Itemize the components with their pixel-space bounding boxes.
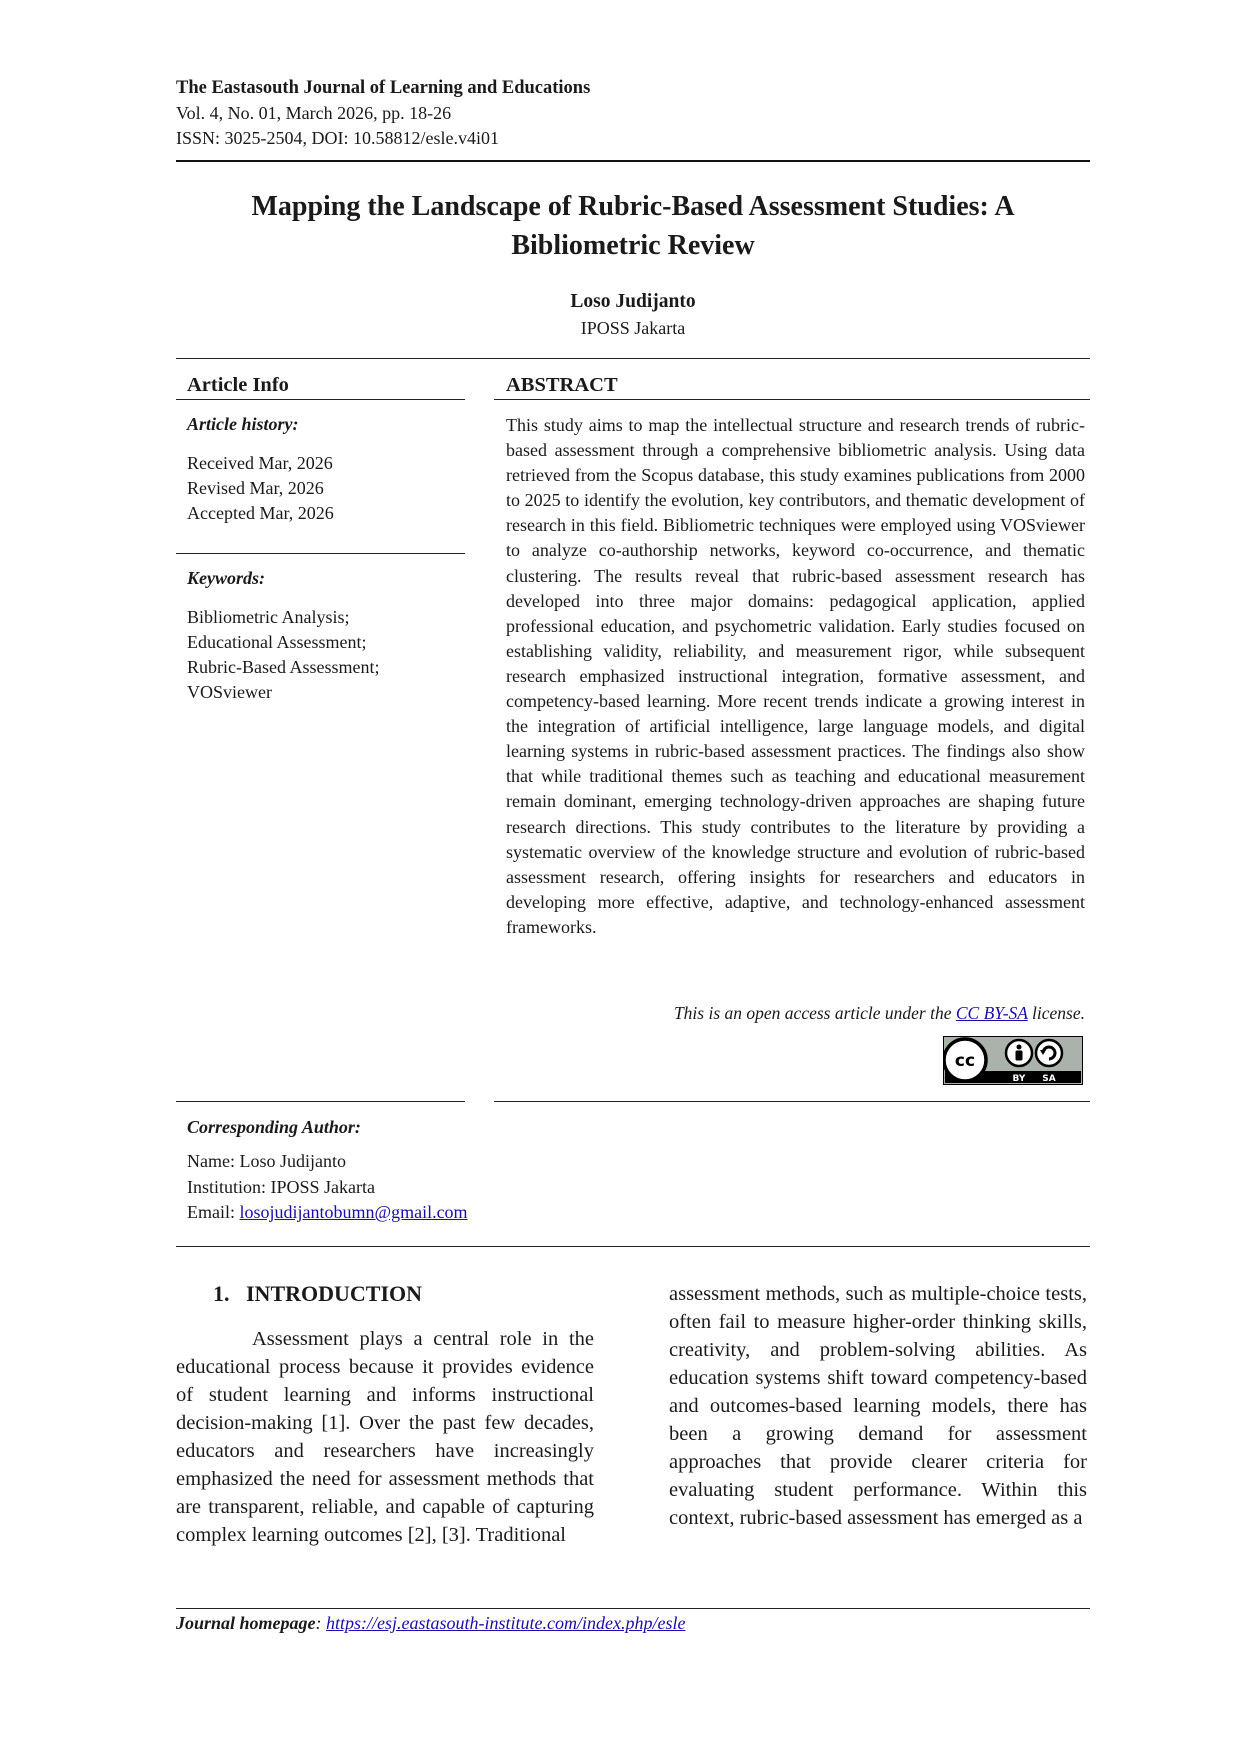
info-top-rule [176, 358, 1090, 359]
article-history-list: Received Mar, 2026 Revised Mar, 2026 Acc… [187, 451, 334, 526]
introduction-heading: 1. INTRODUCTION [213, 1281, 422, 1307]
info-bottom-rule [176, 1101, 465, 1102]
abstract-rule [494, 399, 1090, 400]
intro-paragraph-2: assessment methods, such as multiple-cho… [669, 1283, 1087, 1529]
journal-name: The Eastasouth Journal of Learning and E… [176, 78, 591, 98]
intro-column-2: assessment methods, such as multiple-cho… [669, 1280, 1087, 1532]
corresponding-name: Name: Loso Judijanto [187, 1151, 346, 1171]
corresponding-institution: Institution: IPOSS Jakarta [187, 1176, 375, 1197]
journal-header: The Eastasouth Journal of Learning and E… [176, 76, 590, 151]
history-received: Received Mar, 2026 [187, 453, 333, 473]
title-line-2: Bibliometric Review [511, 230, 755, 261]
intro-paragraph-1: Assessment plays a central role in the e… [176, 1328, 594, 1546]
homepage-link[interactable]: https://esj.eastasouth-institute.com/ind… [326, 1613, 686, 1633]
section-number: 1. [213, 1281, 230, 1306]
license-link[interactable]: CC BY-SA [955, 1003, 1028, 1023]
homepage-label: Journal homepage [176, 1613, 316, 1633]
keyword-item: Bibliometric Analysis; [187, 607, 350, 627]
history-revised: Revised Mar, 2026 [187, 478, 324, 498]
article-history-label: Article history: [187, 414, 299, 434]
corresponding-bottom-rule [176, 1246, 1090, 1247]
article-info-rule [176, 399, 465, 400]
intro-column-1: Assessment plays a central role in the e… [176, 1325, 594, 1549]
abstract-text: This study aims to map the intellectual … [506, 415, 1085, 937]
header-rule [176, 160, 1090, 162]
corresponding-label: Corresponding Author: [187, 1117, 361, 1137]
keyword-item: Rubric-Based Assessment; [187, 657, 380, 677]
keywords-label: Keywords: [187, 568, 265, 588]
badge-by-text: BY [1013, 1074, 1026, 1084]
badge-cc-text: cc [955, 1051, 975, 1071]
license-suffix: license. [1027, 1003, 1085, 1023]
license-line: This is an open access article under the… [506, 1003, 1085, 1024]
journal-issn: ISSN: 3025-2504, DOI: 10.58812/esle.v4i0… [176, 128, 499, 148]
history-accepted: Accepted Mar, 2026 [187, 503, 334, 523]
keyword-item: VOSviewer [187, 682, 272, 702]
author-affiliation: IPOSS Jakarta [580, 318, 686, 338]
journal-volume: Vol. 4, No. 01, March 2026, pp. 18-26 [176, 103, 452, 123]
abstract-bottom-rule [494, 1101, 1090, 1102]
journal-homepage: Journal homepage: https://esj.eastasouth… [176, 1613, 685, 1634]
article-info-heading: Article Info [187, 374, 289, 396]
email-link[interactable]: losojudijantobumn@gmail.com [239, 1202, 468, 1222]
keyword-item: Educational Assessment; [187, 632, 367, 652]
corresponding-author: Name: Loso Judijanto Institution: IPOSS … [187, 1149, 468, 1226]
badge-sa-text: SA [1042, 1074, 1055, 1084]
section-title: INTRODUCTION [246, 1281, 423, 1306]
history-rule [176, 553, 465, 554]
keywords-list: Bibliometric Analysis; Educational Asses… [187, 605, 379, 705]
corresponding-email-line: Email: losojudijantobumn@gmail.com [187, 1200, 468, 1226]
email-label: Email: [187, 1202, 240, 1222]
footer-rule [176, 1608, 1090, 1609]
title-line-1: Mapping the Landscape of Rubric-Based As… [251, 191, 1015, 222]
author-name: Loso Judijanto [570, 291, 696, 312]
paper-title: Mapping the Landscape of Rubric-Based As… [176, 187, 1090, 265]
abstract-heading: ABSTRACT [506, 374, 618, 396]
cc-by-sa-badge-icon: cc BY SA [943, 1036, 1083, 1085]
homepage-sep: : [315, 1613, 327, 1633]
license-prefix: This is an open access article under the [673, 1003, 956, 1023]
